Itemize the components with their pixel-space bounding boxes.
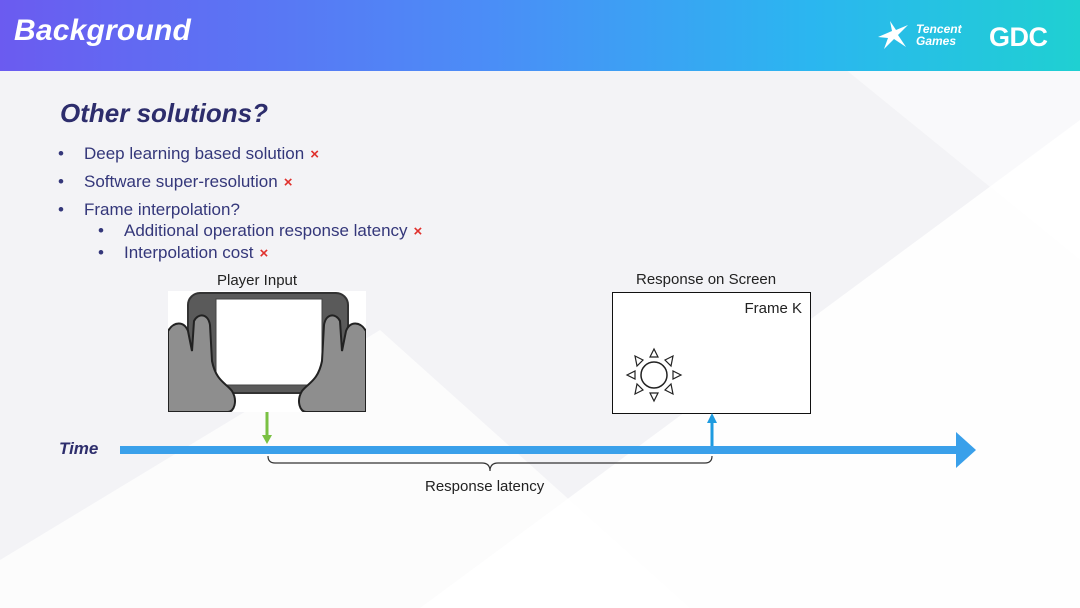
time-label: Time <box>59 439 99 458</box>
gdc-logo-icon: GDC <box>989 22 1048 52</box>
bullet-text: Frame interpolation? <box>84 200 240 219</box>
input-arrow-icon <box>262 412 272 444</box>
response-latency-label: Response latency <box>425 478 545 495</box>
latency-brace <box>267 455 713 472</box>
cross-icon: × <box>259 244 269 262</box>
cross-icon: × <box>310 145 319 163</box>
sub-bullet-list: •Additional operation response latency× … <box>58 220 422 264</box>
frame-label: Frame K <box>744 300 802 317</box>
timeline-bar <box>120 446 960 454</box>
response-arrow-icon <box>707 413 717 446</box>
phone-hands-icon <box>167 291 367 413</box>
list-item: •Software super-resolution× <box>58 172 293 191</box>
slide-section-title: Background <box>14 14 192 47</box>
bullet-text: Software super-resolution <box>84 172 278 191</box>
list-item: •Additional operation response latency× <box>98 221 423 240</box>
tencent-games-logo-icon: Tencent Games <box>874 17 962 53</box>
logo-games-text: Games <box>916 34 957 48</box>
sub-bullet-text: Additional operation response latency <box>124 221 408 240</box>
response-frame: Frame K <box>612 292 811 414</box>
list-item: •Frame interpolation? <box>58 200 240 219</box>
header-bar: Background Tencent Games GDC <box>0 0 1080 71</box>
cross-icon: × <box>413 222 423 240</box>
sun-icon <box>625 347 683 403</box>
list-item: •Interpolation cost× <box>98 243 269 262</box>
content-title: Other solutions? <box>60 98 268 128</box>
logo-tencent-text: Tencent <box>916 22 962 36</box>
bullet-text: Deep learning based solution <box>84 144 305 163</box>
sub-bullet-text: Interpolation cost <box>124 243 254 262</box>
timeline-arrowhead-icon <box>956 432 976 468</box>
cross-icon: × <box>283 173 293 191</box>
response-on-screen-label: Response on Screen <box>636 271 777 288</box>
player-input-label: Player Input <box>217 272 298 289</box>
bullet-list: •Deep learning based solution× •Software… <box>58 140 422 264</box>
list-item: •Deep learning based solution× <box>58 144 319 163</box>
